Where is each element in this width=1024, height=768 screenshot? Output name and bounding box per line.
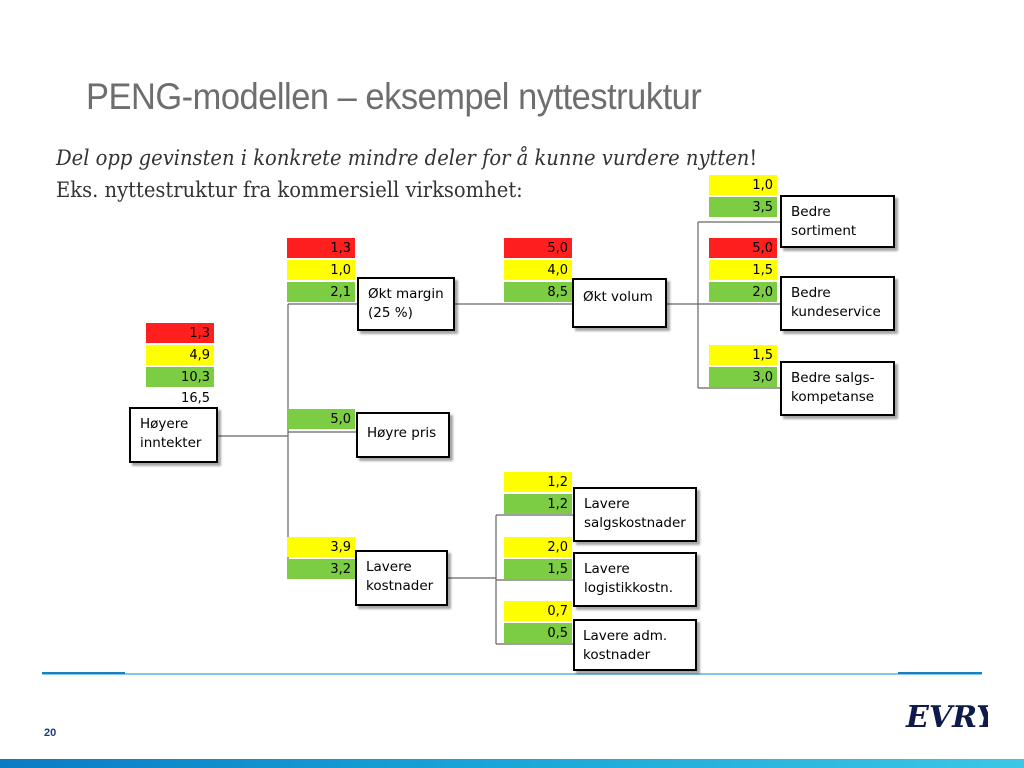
evry-logo-mark: EVRY	[905, 700, 1000, 735]
value-cell-yellow: 1,5	[709, 345, 777, 365]
node-label: logistikkostn.	[584, 580, 673, 596]
subtitle-example: Eks. nyttestruktur fra kommersiell virks…	[56, 178, 523, 202]
node-label: kompetanse	[791, 389, 875, 405]
node-lavere-kostnader: Lavere kostnader	[355, 550, 448, 606]
value-cell-green: 3,2	[287, 559, 355, 579]
node-label: Bedre	[791, 285, 831, 301]
node-hoyere-inntekter: Høyere inntekter	[129, 407, 218, 463]
value-cell-green: 2,1	[287, 282, 355, 302]
node-label: Lavere	[584, 561, 630, 577]
node-label: sortiment	[791, 223, 857, 239]
node-bedre-kundeservice: Bedre kundeservice	[780, 276, 895, 331]
node-label: Høyere	[140, 416, 189, 432]
value-cell-red: 5,0	[504, 238, 572, 258]
node-label: Økt margin	[368, 286, 444, 302]
page-number: 20	[44, 727, 57, 739]
value-cell-green: 1,5	[504, 559, 572, 579]
value-cell-green: 2,0	[709, 282, 777, 302]
subtitle-italic-text: Del opp gevinsten i konkrete mindre dele…	[56, 146, 750, 170]
evry-logo-text: EVRY	[905, 700, 988, 735]
value-cell-green: 3,0	[709, 367, 777, 387]
value-cell-red: 1,3	[146, 323, 214, 343]
node-lavere-salgskostnader: Lavere salgskostnader	[573, 487, 697, 542]
value-cell-total: 16,5	[181, 391, 210, 406]
value-cell-yellow: 4,0	[504, 260, 572, 280]
node-okt-margin: Økt margin (25 %)	[357, 277, 455, 331]
node-label: Lavere	[366, 559, 412, 575]
value-cell-green: 5,0	[287, 409, 355, 429]
value-cell-yellow: 1,0	[709, 175, 777, 195]
node-lavere-adm-kostnader: Lavere adm. kostnader	[573, 619, 697, 671]
node-label: Høyre pris	[367, 425, 437, 441]
node-label: inntekter	[140, 435, 202, 451]
value-cell-green: 3,5	[709, 197, 777, 217]
node-label: kostnader	[366, 578, 434, 594]
value-cell-yellow: 1,0	[287, 260, 355, 280]
value-cell-yellow: 2,0	[504, 537, 572, 557]
node-label: Lavere adm.	[583, 628, 668, 644]
value-cell-yellow: 1,5	[709, 260, 777, 280]
node-okt-volum: Økt volum	[572, 278, 667, 328]
value-cell-yellow: 3,9	[287, 537, 355, 557]
node-label: kundeservice	[791, 304, 881, 320]
node-hoyre-pris: Høyre pris	[356, 412, 450, 458]
node-label: kostnader	[583, 647, 651, 663]
value-cell-yellow: 0,7	[504, 601, 572, 621]
subtitle-italic: Del opp gevinsten i konkrete mindre dele…	[56, 146, 757, 170]
node-label: Lavere	[584, 496, 630, 512]
value-cell-red: 1,3	[287, 238, 355, 258]
evry-logo: EVRY	[904, 694, 1000, 749]
value-cell-green: 10,3	[146, 367, 214, 387]
node-bedre-salgskompetanse: Bedre salgs- kompetanse	[780, 361, 895, 416]
node-label: Bedre salgs-	[791, 370, 875, 386]
value-cell-green: 1,2	[504, 494, 572, 514]
subtitle-exclamation: !	[749, 146, 758, 170]
value-cell-yellow: 4,9	[146, 345, 214, 365]
value-cell-green: 8,5	[504, 282, 572, 302]
value-cell-yellow: 1,2	[504, 472, 572, 492]
value-cell-red: 5,0	[709, 238, 777, 258]
node-label: (25 %)	[368, 305, 413, 321]
node-label: Økt volum	[583, 289, 653, 305]
slide-title: PENG-modellen – eksempel nyttestruktur	[86, 76, 702, 117]
node-lavere-logistikkostn: Lavere logistikkostn.	[573, 552, 697, 607]
value-cell-green: 0,5	[504, 623, 572, 643]
node-label: salgskostnader	[584, 515, 686, 531]
node-label: Bedre	[791, 204, 831, 220]
footer-gradient-bar	[0, 759, 1024, 768]
node-bedre-sortiment: Bedre sortiment	[780, 195, 895, 248]
